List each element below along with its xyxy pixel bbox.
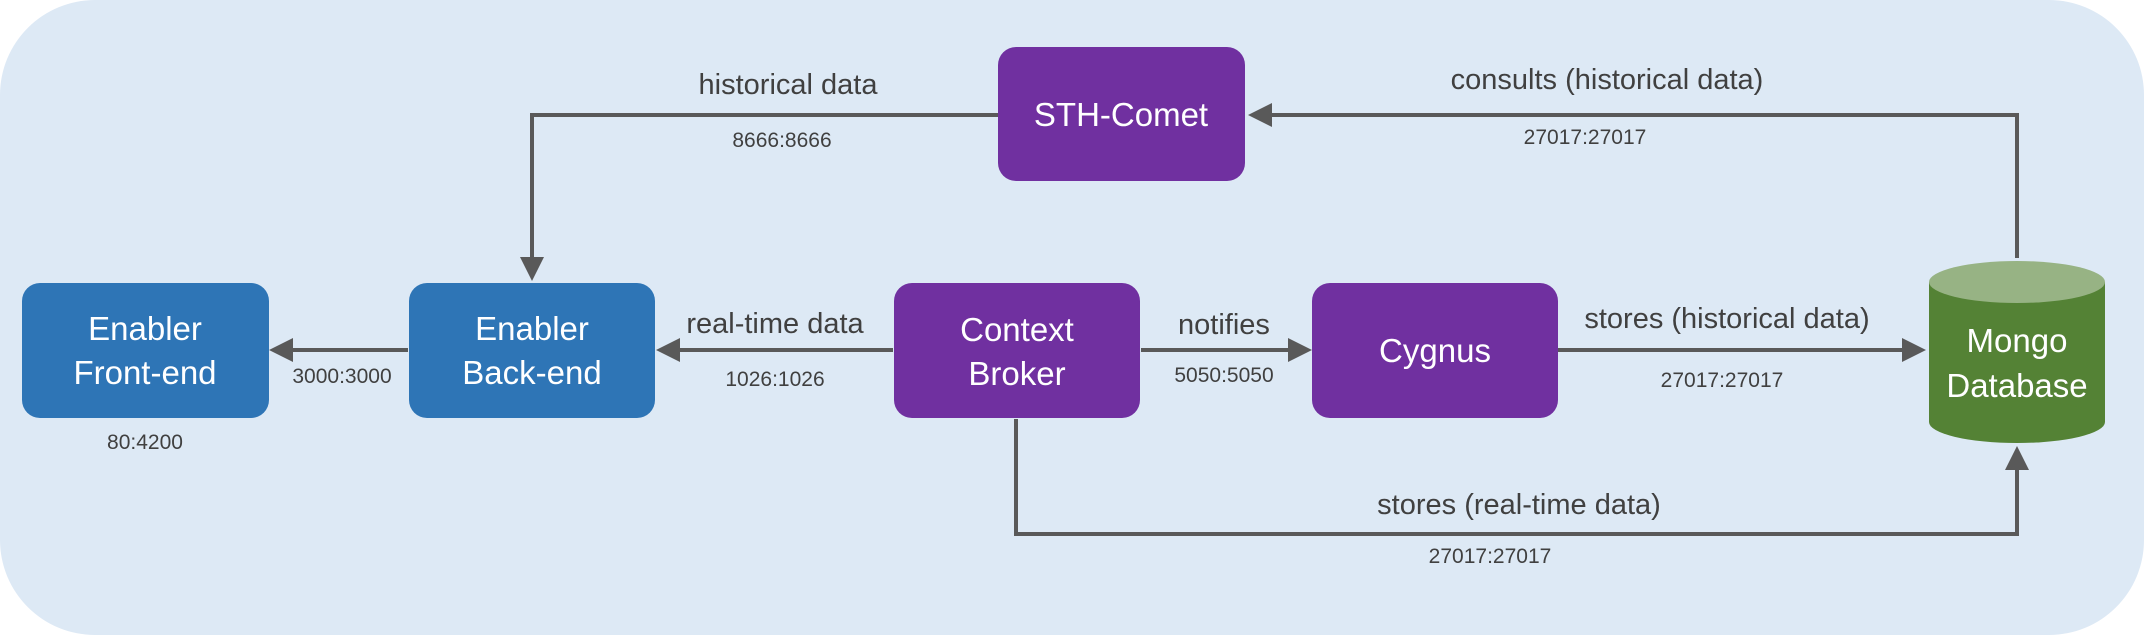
mongo-label-line-2: Database [1946, 367, 2087, 404]
broker-to-backend-label: real-time data [686, 308, 864, 340]
mongo-to-comet-port-label: 27017:27017 [1524, 126, 1647, 149]
node-front-end: Enabler Front-end [22, 283, 269, 418]
edge-comet-to-backend [520, 113, 998, 281]
mongo-cylinder-body [1929, 282, 2105, 422]
context-broker-label-line-1: Context [960, 311, 1074, 348]
broker-to-mongo-port-label: 27017:27017 [1429, 545, 1552, 568]
front-end-label-line-1: Enabler [88, 310, 202, 347]
node-back-end: Enabler Back-end [409, 283, 655, 418]
front-end-label-line-2: Front-end [73, 354, 216, 391]
cygnus-label: Cygnus [1379, 332, 1491, 369]
cygnus-box [1312, 283, 1558, 418]
comet-to-backend-label: historical data [699, 69, 879, 101]
backend-to-frontend-port-label: 3000:3000 [292, 365, 391, 388]
sth-comet-box [998, 47, 1245, 181]
back-end-box [409, 283, 655, 418]
sth-comet-label: STH-Comet [1034, 96, 1208, 133]
mongo-cylinder-bottom [1929, 401, 2105, 443]
cygnus-to-mongo-label: stores (historical data) [1584, 303, 1869, 335]
comet-to-backend-port-label: 8666:8666 [732, 129, 831, 152]
back-end-label-line-1: Enabler [475, 310, 589, 347]
context-broker-box [894, 283, 1140, 418]
node-cygnus: Cygnus [1312, 283, 1558, 418]
back-end-label-line-2: Back-end [462, 354, 601, 391]
cygnus-to-mongo-port-label: 27017:27017 [1661, 369, 1784, 392]
node-mongo-database: Mongo Database [1929, 261, 2105, 443]
edge-broker-to-mongo [1014, 419, 2029, 536]
mongo-cylinder-top [1929, 261, 2105, 303]
broker-to-cygnus-port-label: 5050:5050 [1174, 364, 1273, 387]
node-context-broker: Context Broker [894, 283, 1140, 418]
mongo-label-line-1: Mongo [1967, 322, 2068, 359]
front-end-box [22, 283, 269, 418]
context-broker-label-line-2: Broker [968, 355, 1065, 392]
edge-mongo-to-comet [1248, 103, 2019, 258]
frontend-port-label: 80:4200 [107, 431, 183, 454]
broker-to-backend-port-label: 1026:1026 [725, 368, 824, 391]
broker-to-cygnus-label: notifies [1178, 309, 1270, 341]
node-sth-comet: STH-Comet [998, 47, 1245, 181]
broker-to-mongo-label: stores (real-time data) [1377, 489, 1661, 521]
mongo-to-comet-label: consults (historical data) [1451, 64, 1764, 96]
